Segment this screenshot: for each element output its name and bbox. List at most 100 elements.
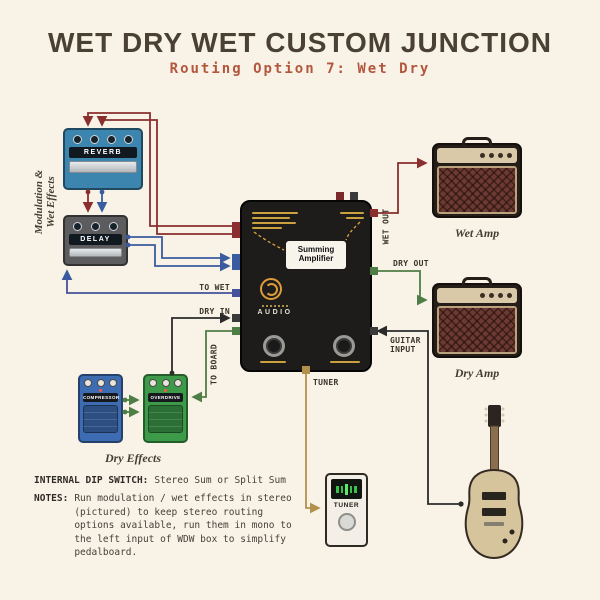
knob: [107, 135, 116, 144]
guitar-knob: [509, 529, 515, 535]
overdrive-label: OVERDRIVE: [148, 393, 183, 402]
amp-knob: [507, 153, 512, 158]
amp-knob: [489, 153, 494, 158]
page-subtitle: Routing Option 7: Wet Dry: [169, 61, 431, 77]
knob: [84, 379, 92, 387]
knob: [96, 379, 105, 387]
overdrive-knob-row: [148, 379, 183, 387]
dry-amp-label: Dry Amp: [454, 366, 500, 380]
notes-text: Run modulation / wet effects in stereo (…: [74, 493, 292, 559]
wet-amp-label: Wet Amp: [454, 226, 500, 240]
wet-out-label: WET OUT: [381, 208, 391, 245]
reverb-pedal: REVERB: [63, 128, 143, 190]
guitar-knob: [502, 538, 508, 544]
amp-grille: [437, 166, 517, 214]
tuner-segment: [336, 485, 339, 493]
guitar-tuners: [484, 407, 505, 423]
knob: [108, 222, 118, 231]
microtext: [340, 212, 364, 214]
wdw-junction-box: Summing Amplifier AUDIO: [240, 200, 372, 372]
guitar-bridge: [484, 522, 504, 526]
guitar-headstock: [488, 405, 501, 427]
knob: [174, 379, 182, 387]
led: [99, 389, 102, 392]
dry-amp: [432, 277, 522, 358]
guitar-pickup-bridge: [482, 508, 506, 516]
summing-callout-arrows: [253, 221, 361, 251]
knob: [73, 222, 83, 231]
callout-arrow: [253, 231, 285, 251]
amp-control-panel: [437, 288, 517, 303]
amp-knob: [489, 293, 494, 298]
dip-switch-value: Stereo Sum or Split Sum: [154, 475, 286, 486]
to-board-label: TO BOARD: [209, 344, 219, 385]
page-title: WET DRY WET CUSTOM JUNCTION: [47, 27, 553, 58]
reverb-knob-row: [69, 135, 137, 144]
wire-tuner: [305, 374, 321, 514]
knob: [124, 135, 133, 144]
footswitch-label-text: [330, 361, 360, 363]
knob: [161, 379, 170, 387]
wire-delay-return-2: [128, 244, 231, 272]
knob: [149, 379, 157, 387]
tuner-segment: [349, 485, 353, 493]
footswitch-label-text: [260, 361, 286, 363]
tuner-segment: [354, 485, 357, 493]
tuner-pedal-label: TUNER: [333, 502, 360, 509]
microtext: [252, 227, 282, 229]
reverb-label: REVERB: [69, 147, 137, 158]
amp-knob: [507, 293, 512, 298]
amp-grille: [437, 306, 517, 354]
amp-knob: [480, 293, 485, 298]
delay-label: DELAY: [69, 234, 122, 245]
delay-footswitch-bar: [69, 248, 122, 257]
compressor-footswitch-plate: [83, 405, 118, 433]
guitar-body: [464, 468, 524, 560]
dry-in-label: DRY IN: [199, 307, 230, 316]
wet-effects-line1: Modulation &: [33, 169, 45, 235]
amp-handle: [462, 137, 492, 147]
footswitch-right: [333, 335, 355, 357]
brand-name: AUDIO: [257, 309, 293, 316]
footswitch-left: [263, 335, 285, 357]
delay-pedal: DELAY: [63, 215, 128, 266]
overdrive-footswitch-plate: [148, 405, 183, 433]
tuner-segment: [345, 483, 348, 495]
knob: [90, 222, 100, 231]
tuner-footswitch: [337, 513, 356, 531]
delay-knob-row: [69, 222, 122, 231]
compressor-knob-row: [83, 379, 118, 387]
knob: [73, 135, 82, 144]
microtext: [252, 217, 290, 219]
guitar-illustration: [464, 405, 524, 560]
led: [164, 389, 167, 392]
to-wet-label: TO WET: [199, 283, 230, 292]
amp-knob: [498, 153, 503, 158]
guitar-pickup-neck: [482, 492, 506, 500]
overdrive-pedal: OVERDRIVE: [143, 374, 188, 443]
dip-switch-label: INTERNAL DIP SWITCH:: [34, 475, 149, 486]
wet-effects-group-label: Modulation & Wet Effects: [33, 142, 57, 262]
notes-row: NOTES: Run modulation / wet effects in s…: [34, 492, 302, 559]
wire-dry-in: [171, 312, 231, 373]
reverb-footswitch-bar: [69, 161, 137, 173]
dry-out-label: DRY OUT: [393, 259, 429, 268]
summing-amplifier-callout: Summing Amplifier: [286, 241, 346, 269]
knob: [109, 379, 117, 387]
tuner-wire-label: TUNER: [313, 378, 339, 387]
tuner-screen: [331, 479, 362, 499]
tuner-segment: [340, 485, 344, 493]
notes-block: INTERNAL DIP SWITCH: Stereo Sum or Split…: [34, 474, 302, 565]
brand-dots: [254, 305, 296, 307]
amp-knob: [480, 153, 485, 158]
microtext: [252, 222, 296, 224]
knob: [90, 135, 99, 144]
brand-block: AUDIO: [254, 305, 296, 316]
amp-control-panel: [437, 148, 517, 163]
notes-label: NOTES:: [34, 493, 69, 505]
dry-effects-group-label: Dry Effects: [104, 451, 162, 465]
microtext: [346, 217, 364, 219]
guitar-neck: [490, 425, 499, 477]
circle-brand-logo-icon: [260, 278, 282, 300]
